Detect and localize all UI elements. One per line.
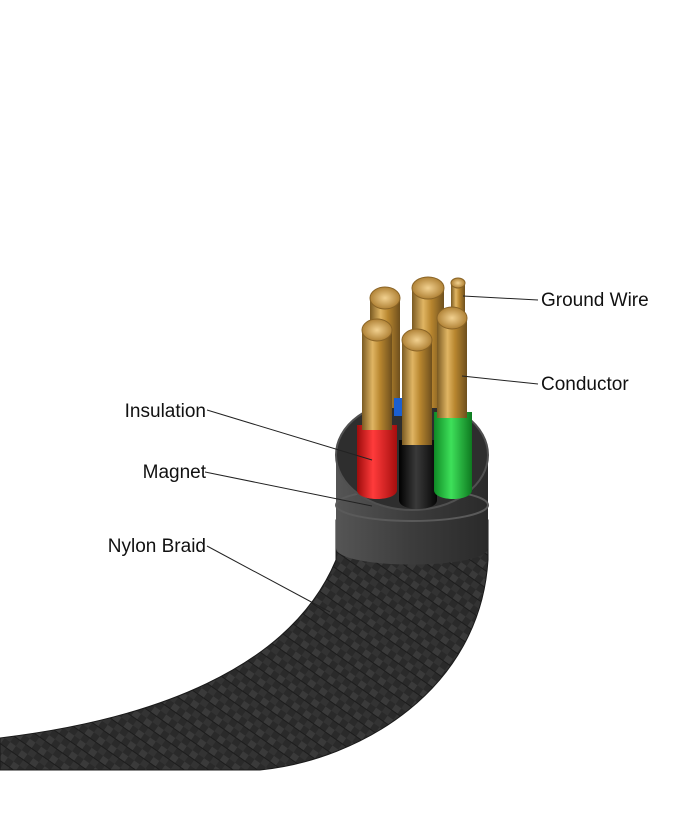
leader-line-nylon-braid [206, 545, 331, 613]
leader-line-conductor [461, 375, 539, 385]
red-insulated-wire [357, 318, 397, 499]
green-insulated-wire [434, 306, 472, 499]
leader-lines [204, 295, 539, 613]
label-conductor: Conductor [541, 374, 629, 395]
label-ground-wire: Ground Wire [541, 290, 649, 311]
black-insulated-wire [399, 328, 437, 509]
label-insulation: Insulation [125, 401, 206, 422]
label-nylon-braid: Nylon Braid [108, 536, 206, 557]
leader-line-ground-wire [462, 295, 539, 301]
leader-line-insulation [206, 409, 373, 461]
leader-line-magnet [204, 471, 373, 507]
label-magnet: Magnet [143, 462, 207, 483]
